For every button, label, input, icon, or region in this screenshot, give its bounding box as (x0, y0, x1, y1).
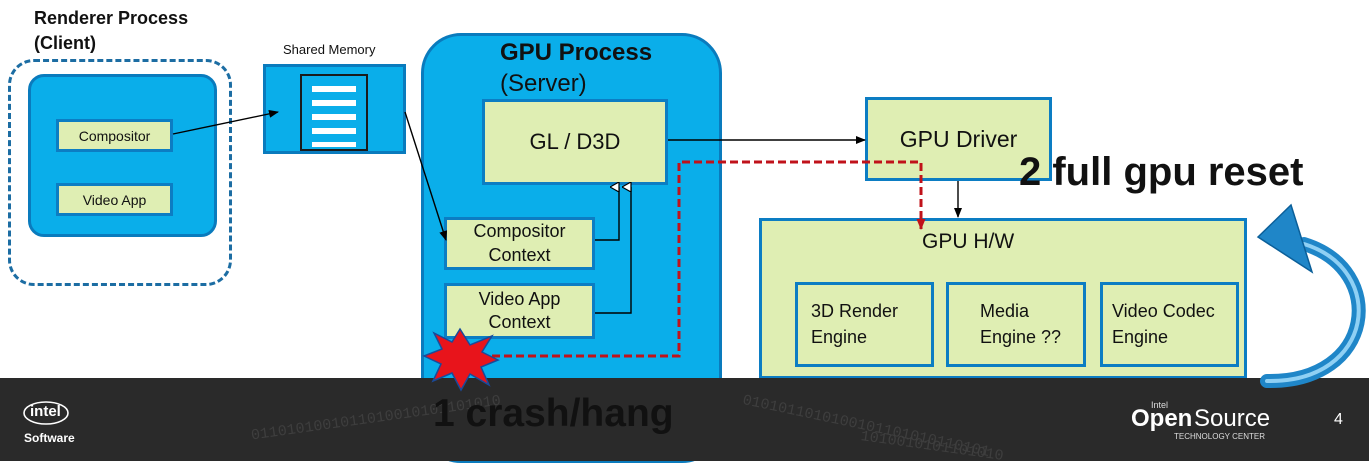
page-number: 4 (1334, 411, 1343, 428)
renderer-compositor-label: Compositor (78, 127, 151, 144)
opensource-open: Open (1131, 405, 1193, 432)
gl-d3d-label: GL / D3D (529, 129, 621, 154)
compositor-context-line2: Context (488, 244, 551, 265)
opensource-center: TECHNOLOGY CENTER (1174, 432, 1265, 441)
software-label: Software (24, 431, 75, 445)
media-engine-line2: Engine ?? (980, 326, 1062, 347)
renderer-process-boundary (8, 59, 232, 286)
video-app-context-line2: Context (488, 312, 551, 332)
renderer-subtitle: (Client) (34, 33, 96, 53)
renderer-title: Renderer Process (34, 8, 189, 28)
reset-curved-arrow (1260, 237, 1366, 389)
media-engine-box: Media Engine ?? (946, 282, 1086, 367)
gpu-process-title: GPU Process (500, 39, 653, 66)
renderer-video-app-label: Video App (82, 191, 147, 208)
renderer-compositor-box: Compositor (56, 119, 173, 152)
compositor-context-line1: Compositor (473, 221, 566, 242)
opensource-source: Source (1194, 405, 1271, 432)
video-codec-line1: Video Codec (1112, 301, 1215, 322)
compositor-context-box: Compositor Context (444, 217, 595, 270)
gpu-process-subtitle: (Server) (500, 70, 587, 97)
full-gpu-reset-label: 2 full gpu reset (1019, 150, 1304, 194)
video-app-context-box: Video App Context (444, 283, 595, 339)
crash-hang-label: 1 crash/hang (433, 392, 674, 435)
renderer-video-app-box: Video App (56, 183, 173, 216)
reset-arrow-head (1256, 203, 1314, 274)
video-codec-line2: Engine (1112, 326, 1169, 347)
gpu-hw-title: GPU H/W (922, 230, 1015, 253)
reset-curved-arrow-outline (1265, 242, 1361, 384)
shared-memory-document-icon (300, 74, 368, 151)
opensource-intel: Intel (1151, 400, 1169, 410)
video-app-context-line1: Video App (478, 288, 561, 309)
intel-logo: intel (22, 400, 70, 426)
media-engine-line1: Media (980, 301, 1030, 322)
render-engine-line1: 3D Render (811, 301, 899, 322)
gl-d3d-box: GL / D3D (482, 99, 668, 185)
footer-bar (0, 378, 1369, 461)
intel-logo-text: intel (30, 403, 61, 420)
shared-memory-label: Shared Memory (283, 42, 376, 57)
gpu-driver-label: GPU Driver (899, 125, 1018, 152)
render-engine-line2: Engine (811, 326, 868, 347)
gpu-driver-box: GPU Driver (865, 97, 1052, 181)
render-engine-box: 3D Render Engine (795, 282, 934, 367)
intel-logo-swoosh (23, 401, 69, 425)
video-codec-engine-box: Video Codec Engine (1100, 282, 1239, 367)
shared-memory-block (263, 64, 406, 154)
